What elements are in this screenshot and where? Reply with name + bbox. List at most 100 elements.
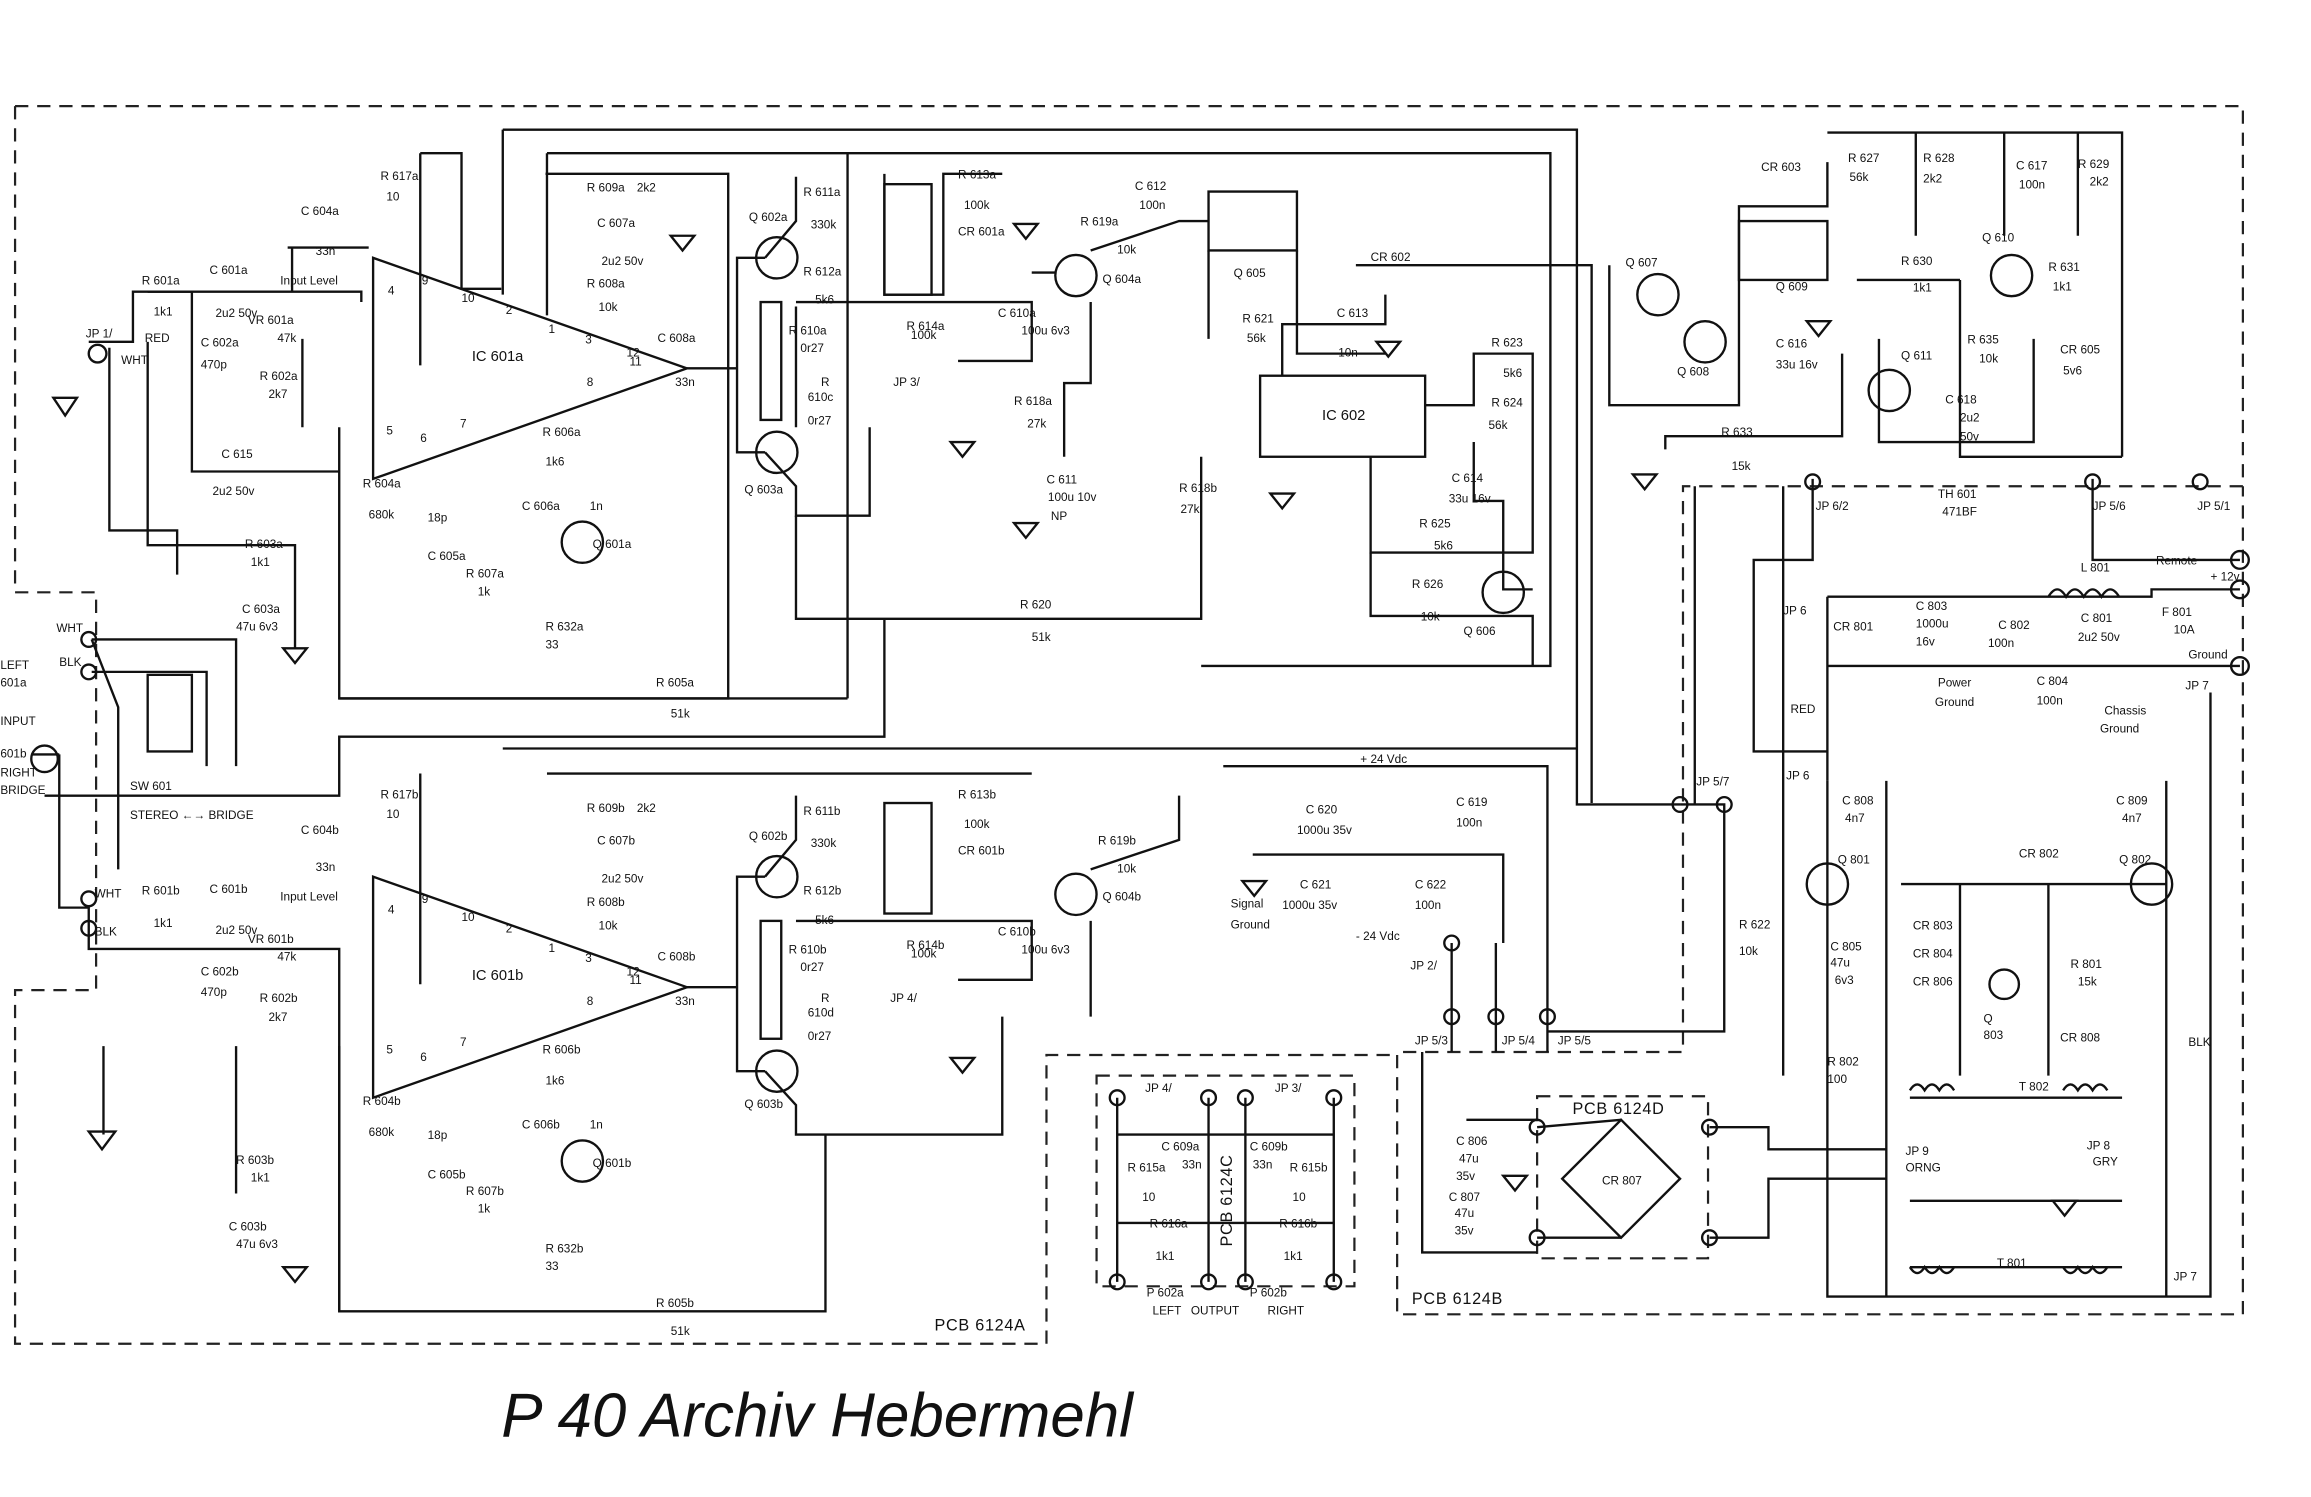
- power-supply-label: 1k1: [2053, 280, 2072, 293]
- left-channel-label: R 606a: [543, 426, 581, 439]
- output-label: RIGHT: [1267, 1304, 1304, 1317]
- output-pin-7-icon: [1236, 1273, 1254, 1291]
- rectifier-label: 35v: [1456, 1170, 1475, 1183]
- cr-601b-body: [883, 801, 933, 915]
- power-supply-label: 4n7: [2122, 812, 2142, 825]
- left-channel-label: CR 601a: [958, 226, 1005, 239]
- left-channel-label: C 611: [1046, 473, 1077, 486]
- remote-terminal-icon: [2229, 549, 2250, 570]
- left-channel-label: R 601a: [142, 274, 180, 287]
- middle-label: 56k: [1488, 419, 1507, 432]
- left-channel-label: R 609a: [587, 182, 625, 195]
- ic-601b-symbol: [371, 875, 691, 1100]
- output-label: 33n: [1253, 1158, 1273, 1171]
- left-channel-label: Q 603a: [744, 484, 783, 497]
- left-channel-label: 10k: [1117, 243, 1136, 256]
- plus-12v-terminal-icon: [2229, 579, 2250, 600]
- sw-601-body: [146, 673, 194, 753]
- left-channel-label: R 620: [1020, 599, 1052, 612]
- power-supply-label: R 630: [1901, 255, 1933, 268]
- ic-pin-number: 7: [460, 1036, 467, 1049]
- ic-602-symbol: [1258, 374, 1427, 458]
- power-supply-label: F 801: [2162, 606, 2192, 619]
- left-channel-label: C 605a: [428, 550, 466, 563]
- ic-601a-label: IC 601a: [472, 349, 524, 365]
- left-channel-label: NP: [1051, 510, 1067, 523]
- ic-pin-number: 3: [585, 952, 592, 965]
- t-802-coil-icon: [1908, 1083, 2109, 1093]
- q-602b-icon: [755, 854, 799, 899]
- terminals: [30, 343, 2250, 1291]
- ic-pin-number: 12: [627, 347, 640, 360]
- middle-label: C 612: [1135, 180, 1166, 193]
- ic-pin-number: 3: [585, 333, 592, 346]
- ic-pin-number: 6: [420, 432, 427, 445]
- power-supply-label: R 629: [2078, 158, 2109, 171]
- output-label: JP 4/: [1145, 1082, 1172, 1095]
- power-supply-label: RED: [1791, 703, 1816, 716]
- right-channel-label: R 613b: [958, 789, 996, 802]
- right-channel-label: R 619b: [1098, 834, 1136, 847]
- middle-label: Signal: [1231, 898, 1264, 911]
- right-channel-label: R: [821, 992, 830, 1005]
- ic-pin-number: 1: [548, 942, 555, 955]
- ground-icon: [2050, 1199, 2079, 1218]
- power-supply-label: R 633: [1721, 426, 1753, 439]
- output-label: R 616b: [1279, 1217, 1317, 1230]
- ground-icon: [280, 647, 310, 665]
- power-supply-label: L 801: [2081, 562, 2110, 575]
- ic-pin-number: 11: [629, 355, 641, 368]
- output-label: R 615b: [1290, 1161, 1328, 1174]
- power-supply-label: R 802: [1827, 1055, 1858, 1068]
- power-supply-label: 50v: [1960, 431, 1979, 444]
- power-supply-label: 15k: [1732, 460, 1751, 473]
- left-channel-label: 10: [386, 190, 400, 203]
- right-channel-label: C 601b: [210, 883, 248, 896]
- left-channel-label: 1n: [590, 500, 603, 513]
- power-supply-label: Q: [1984, 1013, 1993, 1026]
- power-supply-label: R 635: [1967, 333, 1999, 346]
- middle-label: C 613: [1337, 307, 1369, 320]
- rect-pin-7-icon: [1528, 1118, 1546, 1136]
- middle-label: R 623: [1491, 336, 1523, 349]
- power-supply-label: 4n7: [1845, 812, 1865, 825]
- rect-pin-6-icon: [1700, 1118, 1719, 1136]
- input-jack-left-icon: [87, 343, 108, 364]
- power-supply-label: Q 801: [1838, 853, 1870, 866]
- right-channel-label: 100k: [964, 818, 990, 831]
- ic-pin-number: 4: [388, 285, 395, 298]
- power-supply-label: 1000u: [1916, 618, 1949, 631]
- power-supply-label: JP 9: [1905, 1145, 1928, 1158]
- power-supply-label: 1k1: [1913, 282, 1932, 295]
- right-channel-label: 51k: [671, 1325, 690, 1338]
- left-channel-label: VR 601a: [248, 314, 294, 327]
- r-610a-body: [759, 300, 783, 422]
- right-channel-label: 0r27: [808, 1030, 832, 1043]
- power-supply-label: 803: [1984, 1029, 2004, 1042]
- power-supply-label: C 801: [2081, 612, 2112, 625]
- right-channel-label: C 603b: [229, 1220, 267, 1233]
- transistors: [560, 236, 2174, 1183]
- output-label: 33n: [1182, 1158, 1202, 1171]
- left-channel-label: R 617a: [380, 170, 418, 183]
- middle-label: 27k: [1181, 503, 1200, 516]
- left-channel-label: R: [821, 376, 830, 389]
- middle-label: 33u 16v: [1449, 492, 1491, 505]
- right-channel-label: 100k: [911, 948, 937, 961]
- middle-label: R 622: [1739, 918, 1770, 931]
- left-channel-label: C 607a: [597, 217, 635, 230]
- ic-pin-number: 4: [388, 904, 395, 917]
- wiring: [32, 128, 2240, 1313]
- pcb-6124b-title: PCB 6124B: [1412, 1290, 1503, 1308]
- middle-label: R 625: [1419, 517, 1451, 530]
- right-channel-label: R 610b: [789, 943, 827, 956]
- middle-label: JP 5/3: [1415, 1035, 1449, 1048]
- power-supply-label: 2k2: [2090, 176, 2109, 189]
- pcb-6124d-boundary: [1536, 1095, 1710, 1260]
- pcb-6124c-boundary: [1095, 1074, 1356, 1288]
- output-label: P 602a: [1147, 1287, 1185, 1300]
- jp-5-5-connector-icon: [1538, 1008, 1556, 1026]
- right-channel-label: 5k6: [815, 914, 834, 927]
- power-supply-label: 2u2: [1960, 411, 1980, 424]
- power-supply-label: 471BF: [1942, 506, 1977, 519]
